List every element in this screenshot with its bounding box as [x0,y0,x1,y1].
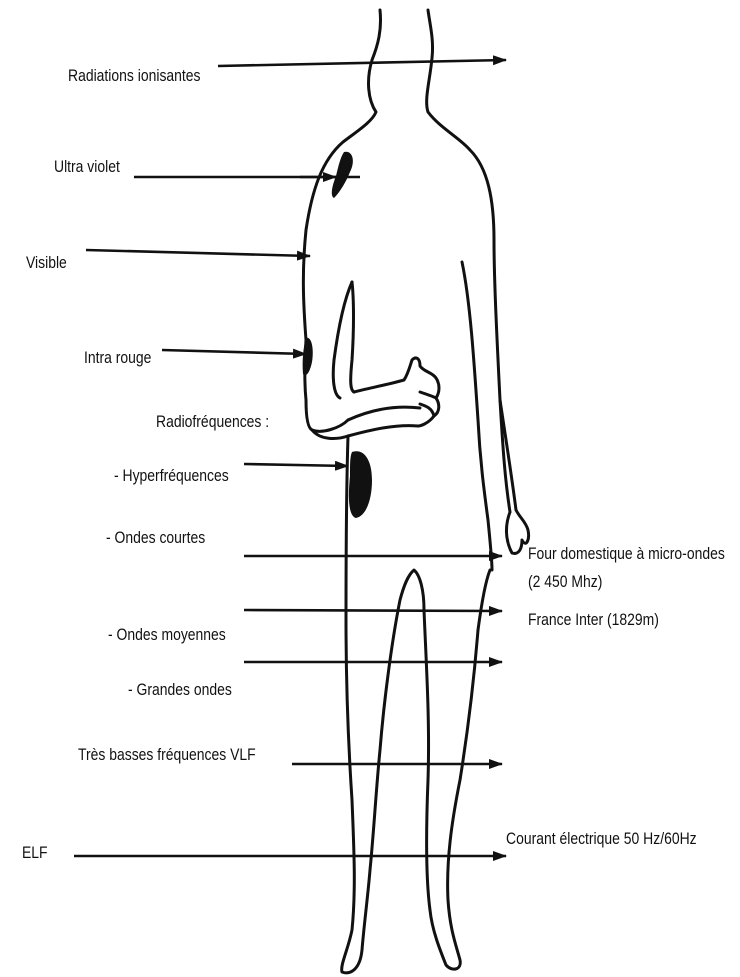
label-ondes-moyennes: - Ondes moyennes [108,625,226,645]
arrow-visible [86,250,310,256]
arrow-radiations-ionisantes [218,60,506,66]
label-grandes-ondes: - Grandes ondes [128,680,232,700]
label-france-inter: France Inter (1829m) [528,610,659,630]
label-visible: Visible [26,253,67,273]
arrow-intra-rouge [162,350,306,354]
label-four-frequency: (2 450 Mhz) [528,572,602,592]
label-radiofrequences: Radiofréquences : [156,412,269,432]
arrow-ondes-moyennes [244,610,502,611]
radiation-arrows [74,60,506,856]
label-hyperfrequences: - Hyperfréquences [114,466,229,486]
human-body-outline [303,10,528,973]
label-four-micro-ondes: Four domestique à micro-ondes [528,544,725,564]
label-ondes-courtes: - Ondes courtes [106,528,205,548]
arrow-hyperfrequences [244,464,348,466]
label-vlf: Très basses fréquences VLF [78,745,256,765]
label-intra-rouge: Intra rouge [84,348,151,368]
label-radiations-ionisantes: Radiations ionisantes [68,66,201,86]
label-ultra-violet: Ultra violet [54,157,120,177]
label-courant-electrique: Courant électrique 50 Hz/60Hz [506,829,697,849]
label-elf: ELF [22,843,48,863]
